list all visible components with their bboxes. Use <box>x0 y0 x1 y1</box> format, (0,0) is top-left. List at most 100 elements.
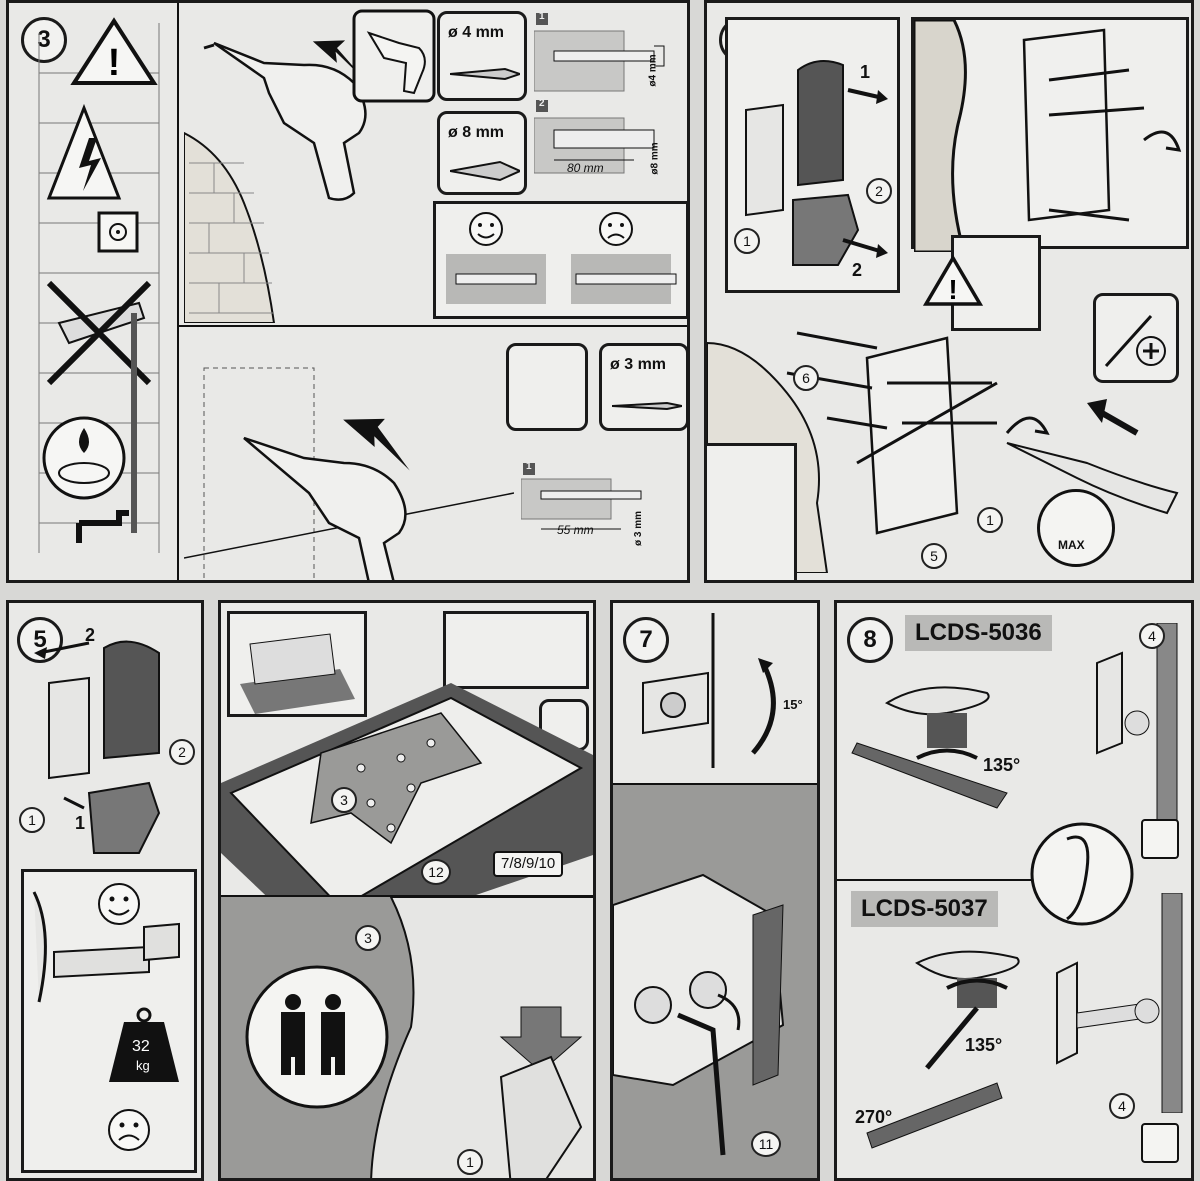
screw-size-range: 7/8/9/10 <box>501 855 556 872</box>
drill-bit-3mm-box: ø 3 mm <box>599 343 687 431</box>
callout-1: 1 <box>457 1149 483 1175</box>
happy-face-icon <box>469 212 503 246</box>
screwdriver-inset <box>1093 293 1179 383</box>
warning-triangle-icon: ! <box>923 255 983 306</box>
step4-arrow-1-label: 1 <box>860 62 871 82</box>
thumbs-up-icon <box>1141 1123 1179 1163</box>
step-3-panel: 3 ! <box>6 0 690 583</box>
callout-2: 2 <box>169 739 195 765</box>
dim-4mm-label: ø4 mm <box>647 54 659 87</box>
drill-bit-8mm-label: ø 8 mm <box>448 124 505 141</box>
warning-triangle-icon <box>70 17 158 85</box>
faucet-icon <box>76 510 129 543</box>
wall-screw-inset <box>911 17 1189 252</box>
bracket-cover-inset: 1 2 1 2 <box>725 17 900 293</box>
drill-scene-top <box>184 9 436 323</box>
anchor-comparison-box <box>433 201 687 319</box>
svg-text:!: ! <box>108 42 121 84</box>
callout-12: 12 <box>421 859 451 885</box>
callout-5: 5 <box>921 543 947 569</box>
depth-55mm-label: 55 mm <box>557 523 594 537</box>
power-drill-illustration <box>213 41 367 201</box>
hex-key-icon <box>677 1012 726 1156</box>
wall-hazard-column: ! <box>38 17 160 553</box>
callout-2: 2 <box>866 178 892 204</box>
step3-vert-divider <box>177 3 179 580</box>
two-person-lift-icon <box>245 965 389 1109</box>
depth-80mm-label: 80 mm <box>567 161 604 175</box>
step8-divider <box>837 879 1127 881</box>
step7-divider <box>613 783 817 785</box>
model-lcds-5037-label: LCDS-5037 <box>851 891 998 927</box>
sad-face-icon <box>599 212 633 246</box>
wall-mount-side-5036 <box>1096 623 1178 843</box>
happy-face-icon <box>98 883 140 925</box>
wall-mount-side-5037 <box>1056 893 1183 1113</box>
max-torque-badge: MAX <box>1037 489 1115 567</box>
direction-arrow-icon <box>312 40 368 83</box>
drill-bit-8mm-box: ø 8 mm <box>437 111 527 195</box>
step-4-panel: 4 1 2 1 2 ! <box>704 0 1194 583</box>
hex-key-scene <box>613 785 817 1178</box>
weight-limit-inset: 32 kg <box>21 869 197 1173</box>
hammer-inset <box>707 443 797 580</box>
callout-3: 3 <box>331 787 357 813</box>
model-lcds-5036-label: LCDS-5036 <box>905 615 1052 651</box>
step5-arrow-1-label: 1 <box>75 813 86 833</box>
dim-8mm-label: ø8 mm <box>649 142 661 175</box>
callout-1: 1 <box>977 507 1003 533</box>
direction-arrow-icon <box>343 418 410 471</box>
drill-depth-diagram-2 <box>534 100 655 174</box>
weight-value: 32 <box>132 1038 150 1055</box>
screw-size-range-box: 7/8/9/10 <box>493 851 564 877</box>
step-7-panel: 7 15° 11 <box>610 600 820 1181</box>
swivel-angle-5036: 135° <box>983 755 1021 775</box>
tilt-diagram <box>642 613 776 768</box>
cable-warning-inset <box>951 235 1041 331</box>
step4-arrow-2-label: 2 <box>852 260 863 280</box>
rotation-angle-5037: 270° <box>855 1107 893 1127</box>
dim-3mm-label: ø 3 mm <box>633 510 645 547</box>
step-8-panel: 8 LCDS-5036 135° 4 LCDS-5037 135° 270° 4 <box>834 600 1194 1181</box>
plate-bracket-scene <box>221 897 593 1178</box>
svg-text:!: ! <box>948 274 957 305</box>
callout-1: 1 <box>734 228 760 254</box>
step3-tag-3: 1 <box>526 461 532 472</box>
weight-unit: kg <box>136 1058 150 1073</box>
step3-tag-2: 2 <box>539 98 545 109</box>
weight-icon <box>109 1022 179 1082</box>
thumbs-up-icon <box>1141 819 1179 859</box>
callout-6: 6 <box>793 365 819 391</box>
tv-back-plate-scene <box>221 683 593 948</box>
drill-bit-4mm-box: ø 4 mm <box>437 11 527 101</box>
drill-scene-bottom <box>184 367 514 580</box>
sad-face-icon <box>108 1109 150 1151</box>
callout-4: 4 <box>1109 1093 1135 1119</box>
small-drill-inset-box <box>506 343 588 431</box>
step5-arrow-2-label: 2 <box>85 625 96 645</box>
step-7-number: 7 <box>623 617 669 663</box>
screw-length-inset <box>443 611 589 689</box>
tilt-angle-label: 15° <box>783 697 803 712</box>
tv-placement-inset <box>227 611 367 717</box>
swivel-angle-5037: 135° <box>965 1035 1003 1055</box>
drill-depth-diagram-3 <box>521 463 642 530</box>
step3-divider <box>179 325 687 327</box>
cable-tie-loop <box>1030 822 1134 926</box>
step-5-panel: 5 2 2 1 1 32 kg <box>6 600 204 1181</box>
drill-depth-diagram-1 <box>534 13 665 92</box>
step6-divider <box>221 895 593 897</box>
step-6-panel: 6 3 12 7/8/9/10 3 1 <box>218 600 596 1181</box>
step5-bracket-cover <box>34 640 161 854</box>
step-8-number: 8 <box>847 617 893 663</box>
callout-11: 11 <box>751 1131 781 1157</box>
vesa-plate <box>310 712 483 845</box>
callout-1: 1 <box>19 807 45 833</box>
step3-tag-1: 1 <box>539 11 545 22</box>
step-3-number: 3 <box>21 17 67 63</box>
swivel-5037-diagram <box>866 950 1020 1149</box>
max-torque-label: MAX <box>1058 538 1085 552</box>
socket-icon <box>97 211 139 253</box>
drill-bit-3mm-label: ø 3 mm <box>610 356 667 373</box>
callout-3: 3 <box>355 925 381 951</box>
